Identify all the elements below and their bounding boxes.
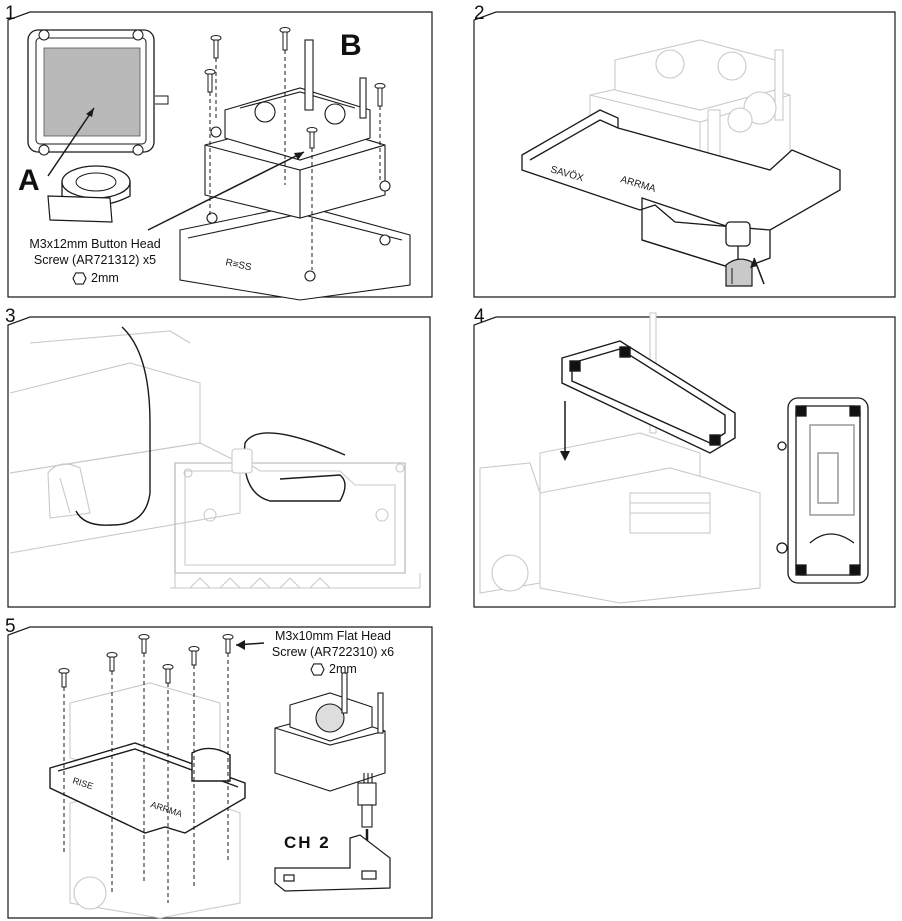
step-number: 1 xyxy=(5,3,16,24)
step-2-panel: SAVÖX ARRMA 2 xyxy=(470,0,902,300)
step-1-frame: R≡SS xyxy=(7,11,433,301)
step-number: 5 xyxy=(5,616,16,637)
step-4-frame xyxy=(473,312,896,608)
step-number: 3 xyxy=(5,306,16,327)
tool-size-label: 2mm xyxy=(329,662,357,676)
screws-step1 xyxy=(204,27,386,270)
chassis-ghost xyxy=(9,330,421,589)
adhesive-pad-a xyxy=(27,29,169,156)
step-number: 2 xyxy=(474,3,485,24)
step-4-panel: 4 xyxy=(470,303,902,610)
screw-callout-line2: Screw (AR721312) x5 xyxy=(33,253,157,267)
screw-callout-line2: Screw (AR722310) x6 xyxy=(271,645,395,659)
tool-size-5: 2mm xyxy=(310,662,357,676)
tape-roll xyxy=(47,165,131,223)
screw-callout-5: M3x10mm Flat Head Screw (AR722310) x6 xyxy=(258,628,408,660)
esc-tray-5: RISE ARRMA xyxy=(49,742,246,834)
step-3-panel: 3 xyxy=(0,303,440,610)
mounting-tray: SAVÖX ARRMA xyxy=(521,109,841,271)
step-3-frame xyxy=(7,316,431,608)
receiver-box-ghost xyxy=(479,312,761,604)
esc-assembly-1: R≡SS xyxy=(179,39,411,301)
esc-unit xyxy=(274,672,386,792)
screw-callout-1: M3x12mm Button Head Screw (AR721312) x5 xyxy=(16,236,174,268)
step-5-frame: RISE ARRMA xyxy=(7,626,433,919)
rubber-grommet xyxy=(725,258,753,287)
wire-route xyxy=(75,326,346,526)
servo-plug xyxy=(357,773,377,828)
step-5-panel: RISE ARRMA xyxy=(0,613,440,921)
receiver-box xyxy=(776,397,869,584)
tool-size-label: 2mm xyxy=(91,271,119,285)
part-label-a: A xyxy=(18,164,41,197)
step-1-panel: R≡SS 1 A B M3x12mm Button Head Screw (AR… xyxy=(0,0,440,301)
screw-callout-line1: M3x10mm Flat Head xyxy=(274,629,391,643)
hex-key-icon xyxy=(72,271,87,285)
channel-label: CH 2 xyxy=(284,833,331,852)
part-label-b: B xyxy=(340,29,363,62)
svg-text:R≡SS: R≡SS xyxy=(224,257,252,273)
step-number: 4 xyxy=(474,306,485,327)
callout-arrow-1 xyxy=(147,151,305,231)
screw-callout-line1: M3x12mm Button Head xyxy=(29,237,161,251)
o-ring-gasket xyxy=(561,340,736,454)
hex-key-icon xyxy=(310,662,325,676)
arrow-a xyxy=(47,107,95,177)
step-2-frame: SAVÖX ARRMA xyxy=(473,11,896,298)
screws-step5 xyxy=(58,634,234,903)
receiver-port xyxy=(274,834,391,892)
tool-size-1: 2mm xyxy=(72,271,119,285)
